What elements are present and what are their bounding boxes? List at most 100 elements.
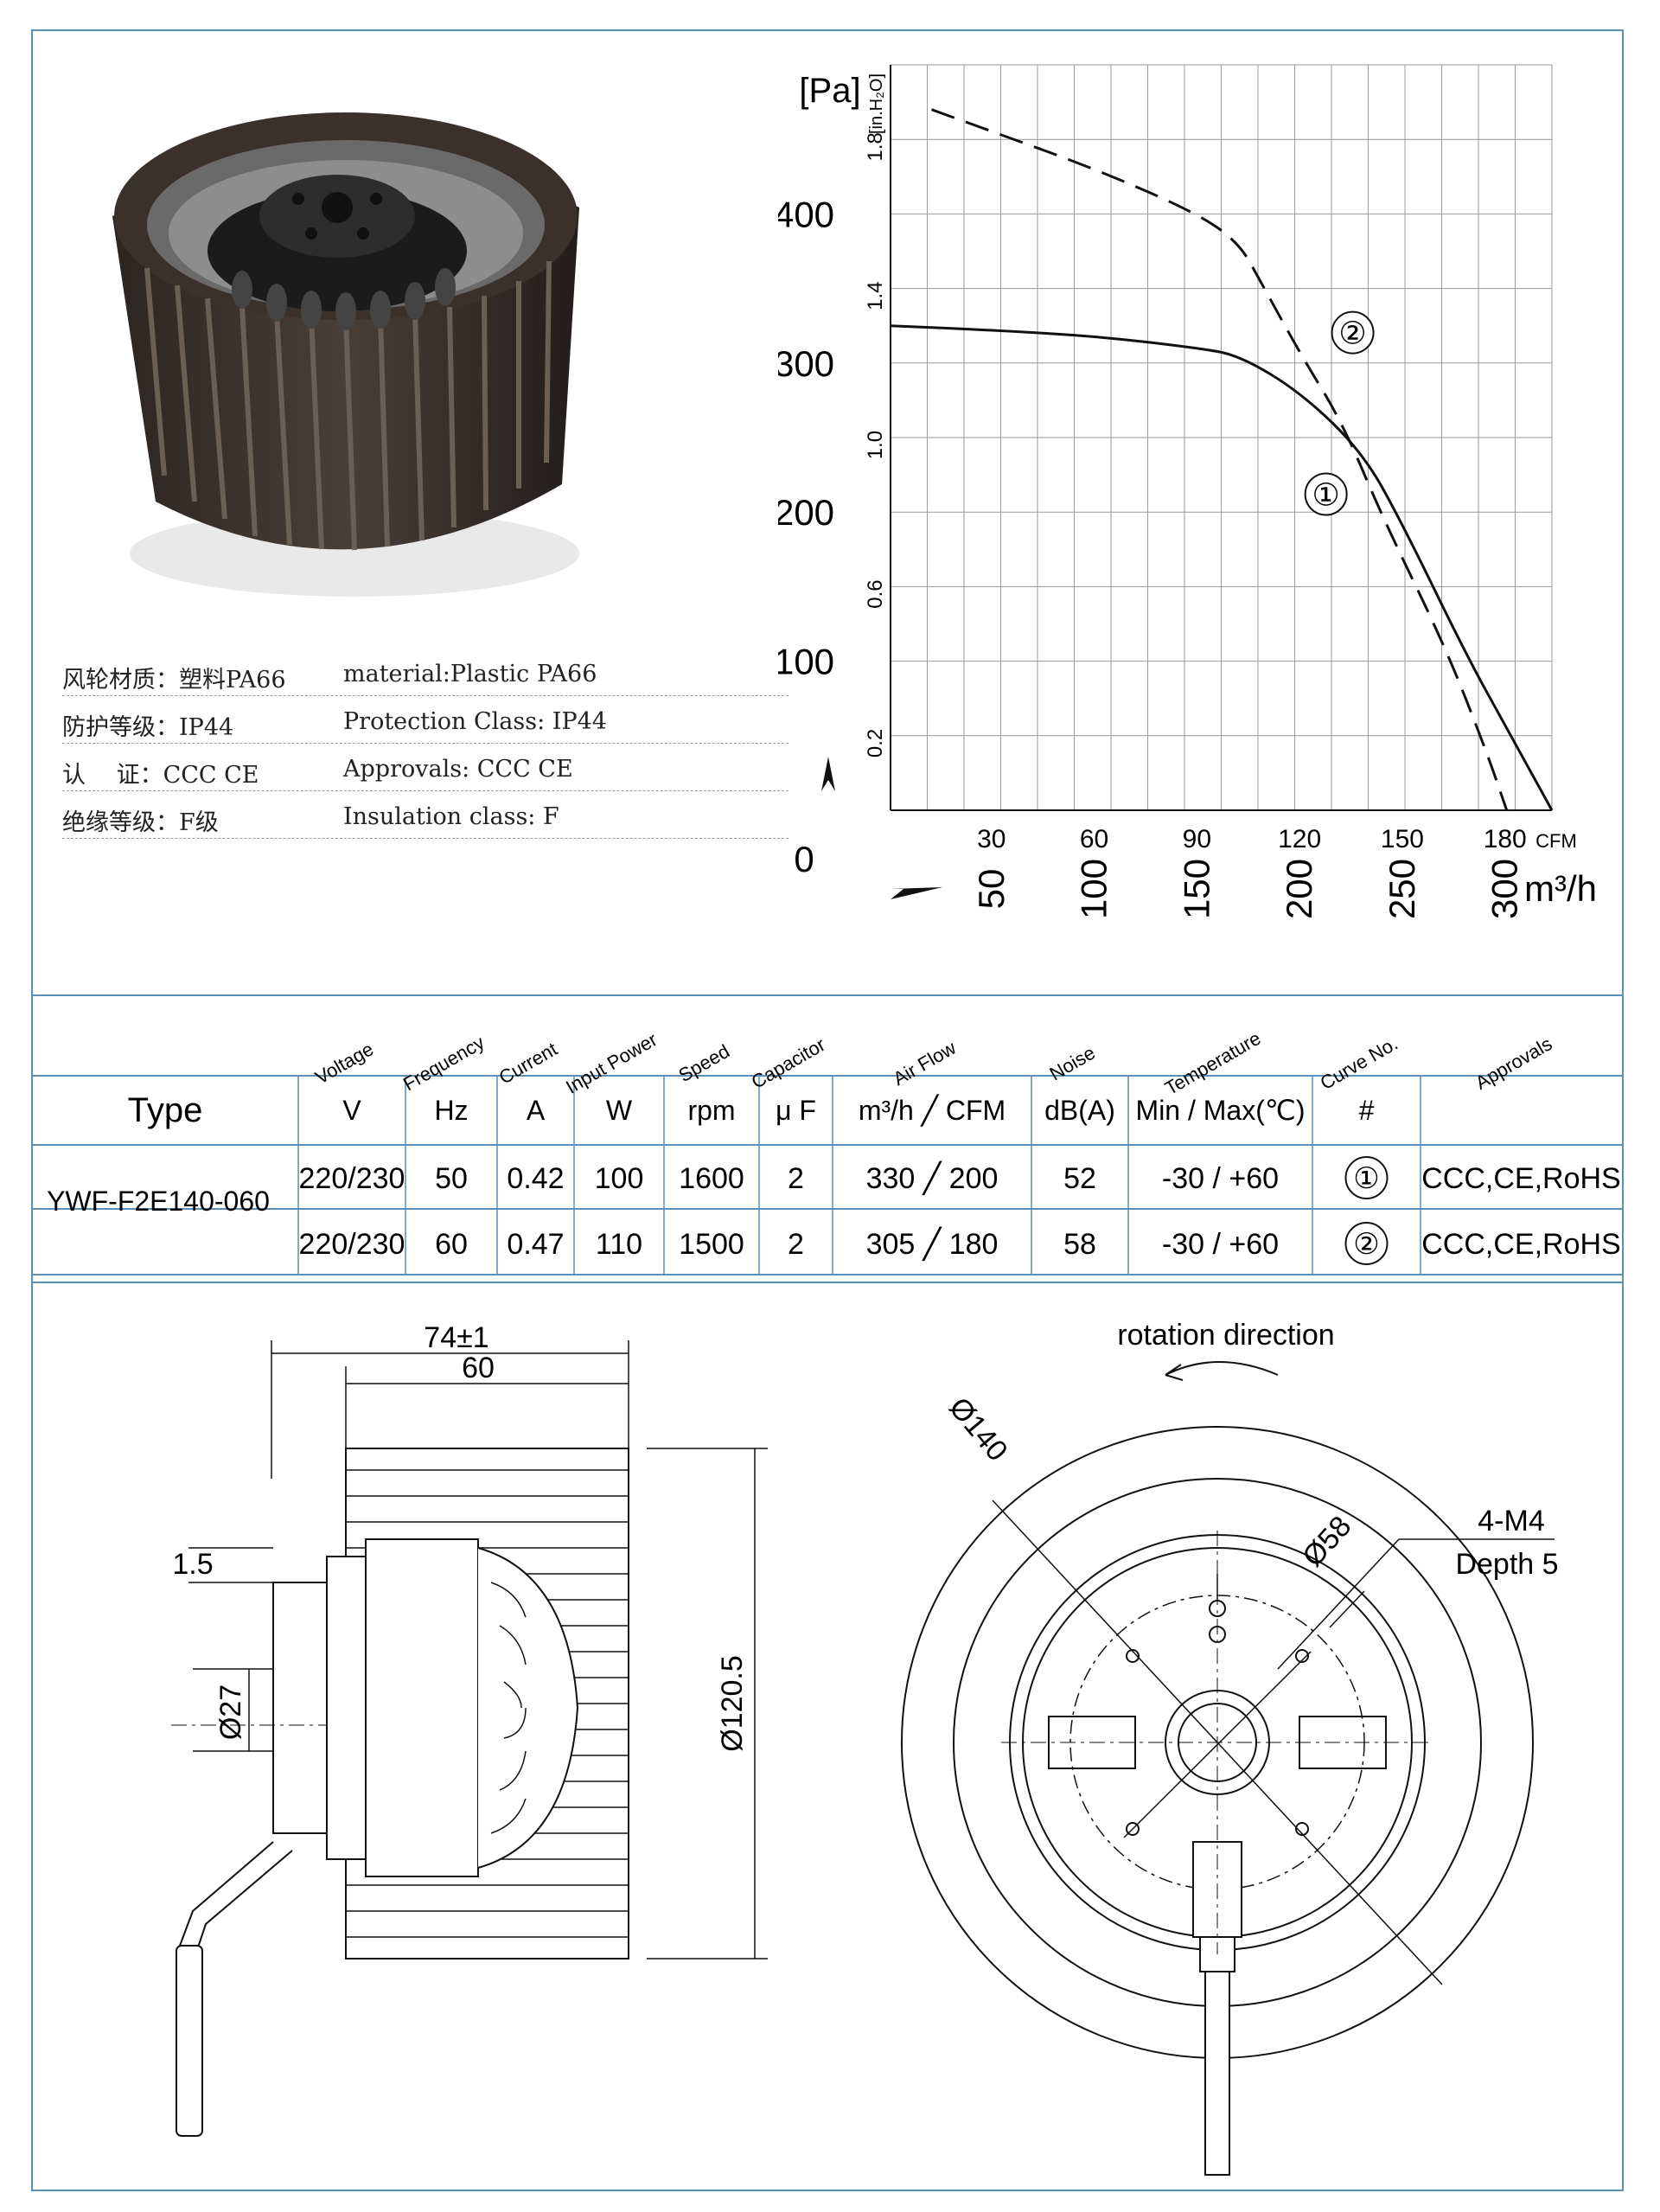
y-tick-label: 200 <box>778 492 834 533</box>
table-unit: A <box>527 1095 546 1126</box>
table-cell: 50 <box>435 1162 468 1195</box>
table-model: YWF-F2E140-060 <box>47 1186 270 1217</box>
y-tick-label: 400 <box>778 194 834 234</box>
table-cell: 220/230 <box>299 1228 405 1261</box>
table-cell: ① <box>1353 1162 1379 1195</box>
table-cell: 1600 <box>679 1162 744 1195</box>
y2-tick-label: 0.2 <box>864 729 887 758</box>
x-arrow-icon <box>891 887 942 899</box>
table-header-rotated: Current <box>495 1038 561 1088</box>
table-cell: 52 <box>1063 1162 1096 1195</box>
x2-tick-label: 30 <box>977 825 1006 853</box>
table-cell: 0.42 <box>507 1162 564 1195</box>
y2-axis-label: [in.H₂O] <box>867 74 886 134</box>
spec-label-en: Protection Class: IP44 <box>343 708 607 735</box>
divider-bottom <box>33 1282 1622 1283</box>
spec-list: 风轮材质：塑料PA66 material:Plastic PA66 防护等级：I… <box>62 649 788 839</box>
cable <box>179 1841 274 1947</box>
table-cell: 0.47 <box>507 1228 564 1261</box>
table-cell: CCC,CE,RoHS <box>1421 1162 1620 1195</box>
y-axis-label: [Pa] <box>799 72 860 110</box>
x2-tick-label: 150 <box>1381 825 1424 853</box>
table-cell: 1500 <box>679 1228 744 1261</box>
table-unit: Min / Max(℃) <box>1136 1095 1306 1126</box>
curve-number-circle <box>1344 1156 1389 1199</box>
curve-label-2: ② <box>1338 316 1366 351</box>
table-unit: V <box>342 1095 361 1126</box>
y-tick-label: 300 <box>778 343 834 384</box>
dim-hub: Ø27 <box>214 1685 247 1740</box>
x-tick-label: 300 <box>1484 859 1525 919</box>
spec-label-en: Approvals: CCC CE <box>343 756 573 783</box>
table-unit: rpm <box>687 1095 735 1126</box>
y-tick-label: 100 <box>778 642 834 682</box>
table-cell: -30 / +60 <box>1162 1228 1279 1261</box>
y2-tick-label: 1.8 <box>864 132 887 161</box>
curve-marker-circle <box>1331 310 1375 355</box>
table-cell: 100 <box>595 1162 644 1195</box>
dim-outer: Ø140 <box>942 1391 1014 1467</box>
table-header-rotated: Air Flow <box>890 1037 960 1090</box>
table-header-rotated: Input Power <box>562 1028 661 1097</box>
table-unit: m³/h ╱ CFM <box>859 1094 1006 1127</box>
table-cell: ② <box>1353 1228 1379 1261</box>
y-arrow-icon <box>821 757 835 791</box>
x-axis-label: m³/h <box>1524 868 1597 909</box>
spec-label-en: Insulation class: F <box>343 803 559 830</box>
table-header-rotated: Capacitor <box>748 1033 829 1093</box>
rotation-label: rotation direction <box>1117 1319 1334 1352</box>
table-cell: -30 / +60 <box>1162 1162 1279 1195</box>
cable-end <box>176 1945 203 2137</box>
dim-width: 60 <box>462 1352 495 1384</box>
divider-top <box>33 994 1622 996</box>
x-tick-label: 250 <box>1382 859 1422 919</box>
table-cell: 58 <box>1063 1228 1096 1261</box>
curve-2 <box>931 108 1509 811</box>
table-cell: 220/230 <box>299 1162 405 1195</box>
dim-height: Ø120.5 <box>716 1655 749 1752</box>
table-unit: # <box>1359 1095 1375 1126</box>
curve-marker-circle <box>1304 472 1348 516</box>
dim-bolt: Ø58 <box>1296 1510 1357 1573</box>
motor-body <box>365 1538 479 1877</box>
table-cell: 305 ╱ 180 <box>866 1226 999 1262</box>
x-tick-label: 50 <box>971 869 1012 910</box>
table-unit: dB(A) <box>1044 1095 1115 1126</box>
table-header-rotated: Frequency <box>399 1032 488 1096</box>
x-tick-label: 150 <box>1176 859 1216 919</box>
technical-drawings: 74±1 60 1.5 Ø27 Ø120.5 rotation directio… <box>171 1319 1559 2176</box>
x2-tick-label: 180 <box>1484 825 1527 853</box>
table-cell: 60 <box>435 1228 468 1261</box>
table-cell: 2 <box>788 1228 804 1261</box>
table-unit: W <box>606 1095 633 1126</box>
table-cell: 2 <box>788 1162 804 1195</box>
motor-dome <box>477 1547 579 1869</box>
spec-row-material: 风轮材质：塑料PA66 material:Plastic PA66 <box>62 649 788 696</box>
x2-tick-label: 90 <box>1183 825 1211 853</box>
x2-tick-label: 60 <box>1080 825 1108 853</box>
table-header-rotated: Speed <box>674 1040 733 1086</box>
table-unit: μ F <box>776 1095 816 1126</box>
table-header-rotated: Voltage <box>311 1038 377 1088</box>
y2-tick-label: 1.4 <box>864 282 887 310</box>
product-photo <box>112 112 579 597</box>
rotation-arrow <box>1165 1361 1279 1381</box>
table-cell: CCC,CE,RoHS <box>1421 1228 1620 1261</box>
curve-label-1: ① <box>1312 477 1340 513</box>
y-tick-label: 0 <box>794 839 814 879</box>
chart-curves <box>890 108 1554 811</box>
y2-tick-label: 1.0 <box>864 431 887 459</box>
spec-row-protection: 防护等级：IP44 Protection Class: IP44 <box>62 696 788 744</box>
table-header-rotated: Curve No. <box>1317 1032 1401 1094</box>
x2-tick-label: 120 <box>1278 825 1321 853</box>
dim-flange: 1.5 <box>172 1548 213 1581</box>
x2-axis-label: CFM <box>1536 830 1577 852</box>
performance-chart: ②①01002003004000.20.61.01.41.8[Pa][in.H₂… <box>778 64 1597 919</box>
spec-label-cn: 风轮材质：塑料PA66 <box>62 667 286 694</box>
table-unit: Hz <box>434 1095 468 1126</box>
chart-labels: ②①01002003004000.20.61.01.41.8[Pa][in.H₂… <box>778 72 1597 919</box>
table-cell: 110 <box>596 1228 642 1261</box>
page-frame <box>31 29 1624 2191</box>
spec-label-cn: 防护等级：IP44 <box>62 714 234 741</box>
